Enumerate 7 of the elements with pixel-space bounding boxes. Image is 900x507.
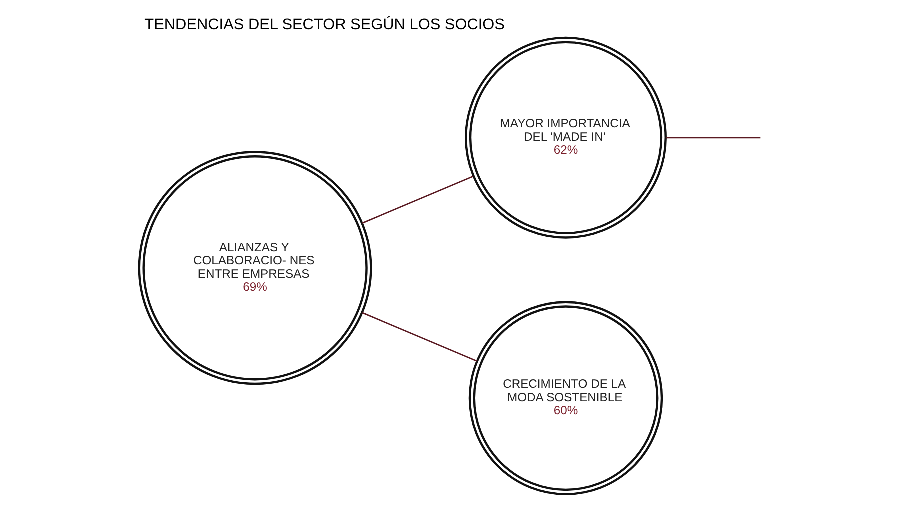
- node-circle: CRECIMIENTO DE LA MODA SOSTENIBLE 60%: [468, 301, 663, 496]
- connector: [362, 312, 477, 362]
- connector: [665, 137, 760, 139]
- connector: [362, 176, 474, 224]
- diagram-title: TENDENCIAS DEL SECTOR SEGÚN LOS SOCIOS: [144, 16, 504, 34]
- node-circle: ALIANZAS Y COLABORACIO- NES ENTRE EMPRESAS 69%: [138, 151, 372, 386]
- node-circle: MAYOR IMPORTANCIA DEL 'MADE IN' 62%: [464, 36, 666, 239]
